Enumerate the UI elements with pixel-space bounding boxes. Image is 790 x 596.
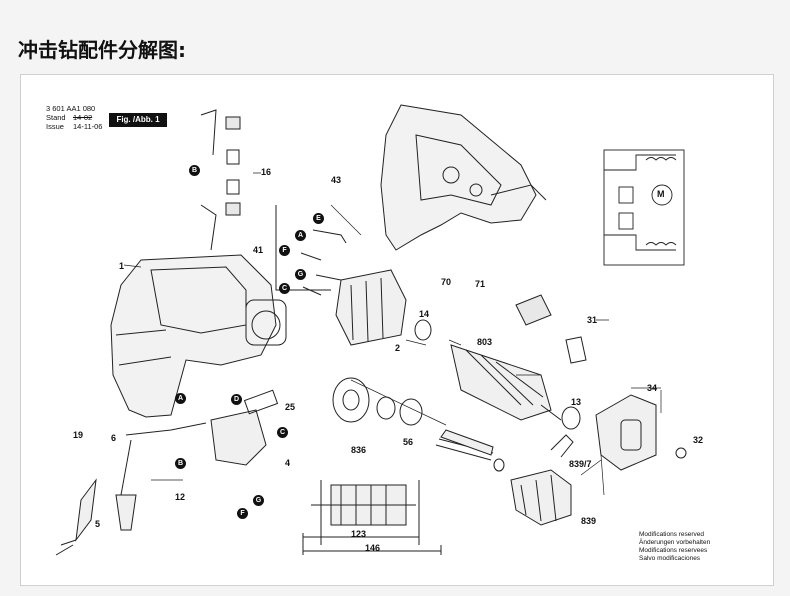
badge-b-top: B: [189, 165, 200, 176]
date-struck: 14-02: [73, 113, 93, 122]
part-label-12: 12: [175, 492, 186, 502]
part-label-43: 43: [331, 175, 342, 185]
part-number: 3 601 AA1 080: [46, 104, 96, 113]
part-label-31: 31: [587, 315, 598, 325]
figure-tag: Fig. /Abb. 1: [109, 113, 167, 127]
badge-a-bottom: A: [175, 393, 186, 404]
note-en: Modifications reserved: [639, 531, 705, 538]
issue-label: Issue: [46, 122, 64, 131]
part-label-6: 6: [111, 433, 117, 443]
part-label-13: 13: [571, 397, 582, 407]
badge-f-bottom: F: [237, 508, 248, 519]
badge-c-top: C: [279, 283, 290, 294]
motor-symbol: M: [657, 189, 665, 199]
note-fr: Modifications reservees: [639, 547, 708, 554]
exploded-drawing: [55, 104, 687, 556]
badge-g-bottom: G: [253, 495, 264, 506]
carbon-brushes-drawing: [200, 109, 241, 251]
badge-f-top: F: [279, 245, 290, 256]
spindle-drawing: [440, 429, 505, 472]
note-de: Änderungen vorbehalten: [639, 539, 711, 546]
part-label-14: 14: [419, 309, 430, 319]
part-label-803: 803: [477, 337, 493, 347]
dimension-lines: [302, 533, 442, 555]
part-label-836: 836: [351, 445, 367, 455]
part-label-4: 4: [285, 458, 291, 468]
brush-springs-drawing: [275, 205, 347, 296]
armature-side-drawing: [311, 480, 420, 545]
field-coil-drawing: [335, 269, 407, 346]
badge-g-top: G: [295, 269, 306, 280]
part-label-1: 1: [119, 261, 125, 271]
part-label-34: 34: [647, 383, 658, 393]
part-label-839-7: 839/7: [569, 459, 592, 469]
badge-e: E: [313, 213, 324, 224]
drill-body-drawing: [110, 254, 287, 418]
part-label-5: 5: [95, 519, 101, 529]
part-label-19: 19: [73, 430, 84, 440]
part-label-41: 41: [253, 245, 264, 255]
modification-notes: Modifications reserved Änderungen vorbeh…: [639, 531, 710, 563]
badge-b-bottom: B: [175, 458, 186, 469]
wiring-schematic: [603, 149, 685, 266]
chuck-drawing: [510, 434, 574, 526]
part-label-32: 32: [693, 435, 704, 445]
part-label-25: 25: [285, 402, 296, 412]
part-label-16: 16: [261, 167, 272, 177]
exploded-diagram-sheet: 3 601 AA1 080 Stand Issue 14-02 14-11-06…: [20, 74, 774, 586]
switch-drawing: [210, 389, 279, 466]
stand-label: Stand: [46, 113, 66, 122]
page-title: 冲击钻配件分解图:: [18, 38, 186, 62]
cable-plug-drawing: [55, 422, 207, 556]
gear-cover-drawing: [515, 294, 587, 364]
gear-bearings-drawing: [332, 319, 581, 461]
badge-d: D: [231, 394, 242, 405]
part-label-70: 70: [441, 277, 452, 287]
housing-shell-drawing: [380, 104, 547, 251]
part-label-839: 839: [581, 516, 597, 526]
part-label-71: 71: [475, 279, 486, 289]
badge-c-bottom: C: [277, 427, 288, 438]
part-label-2: 2: [395, 343, 401, 353]
dimension-123: 123: [351, 529, 367, 539]
armature-drawing: [450, 344, 562, 421]
dimension-146: 146: [365, 543, 381, 553]
brush-plate-drawing: [595, 394, 687, 471]
part-label-56: 56: [403, 437, 414, 447]
badge-a-top: A: [295, 230, 306, 241]
date-current: 14-11-06: [73, 122, 103, 131]
note-es: Salvo modificaciones: [639, 555, 701, 562]
